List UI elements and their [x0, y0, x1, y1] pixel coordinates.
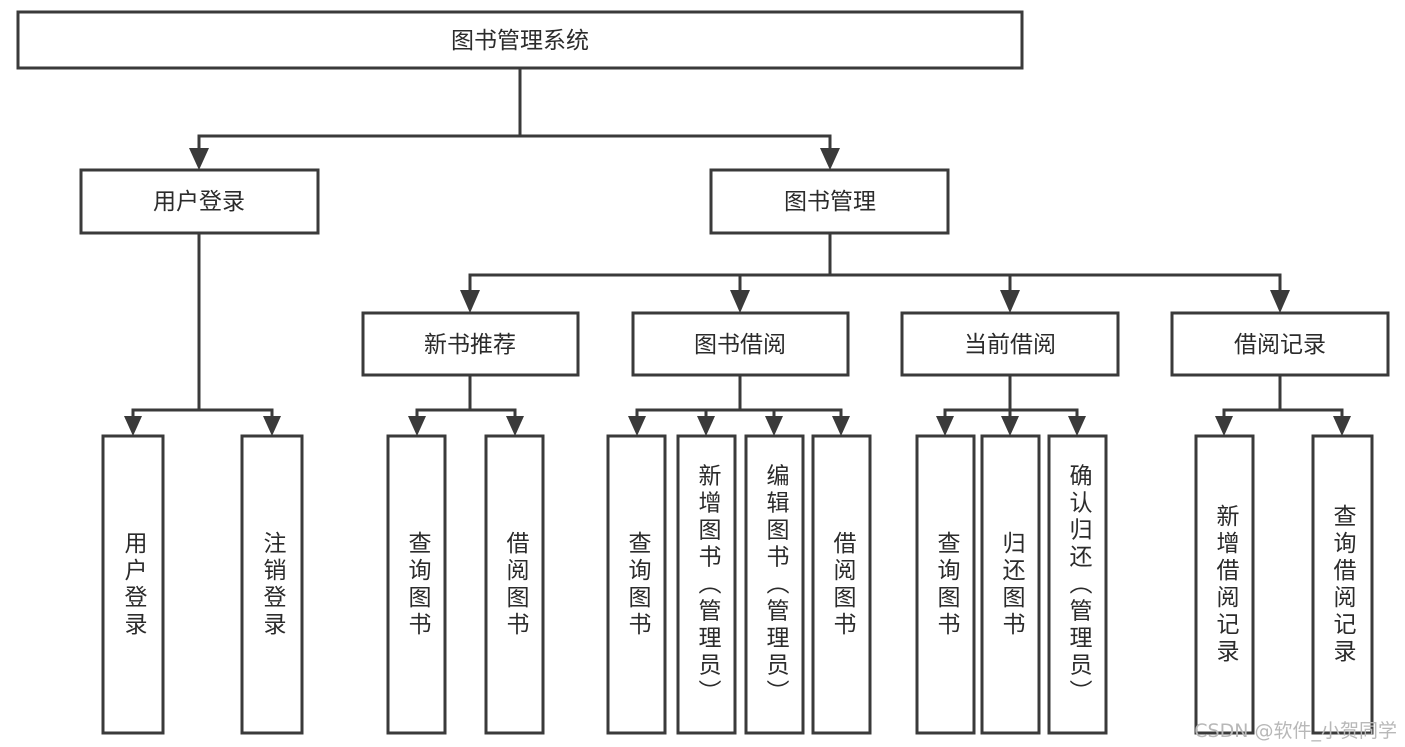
- node-label-user-login: 用户登录: [153, 189, 245, 215]
- leaf-node-user-login[interactable]: 用户登录: [101, 434, 165, 735]
- leaf-label-user-login: 用户登录: [120, 531, 148, 639]
- leaf-label-cb-confirm-return-admin: 确认归还（管理员）: [1065, 464, 1093, 707]
- node-box-root: [16, 10, 1024, 70]
- leaf-box-bw-borrow-book: [811, 434, 872, 735]
- leaf-box-user-login: [101, 434, 165, 735]
- node-user-login[interactable]: 用户登录: [79, 168, 320, 235]
- leaf-box-br-query-record: [1311, 434, 1374, 735]
- node-label-root: 图书管理系统: [451, 28, 589, 54]
- leaf-label-br-add-record: 新增借阅记录: [1212, 504, 1240, 666]
- leaf-label-bw-query-book: 查询图书: [624, 531, 652, 639]
- node-box-new-book-recommend: [361, 311, 580, 377]
- arrow-head-nb-borrow: [506, 416, 524, 436]
- connectors-user-login-to-leaves: [124, 231, 281, 436]
- arrow-head-br-add: [1215, 416, 1233, 436]
- node-label-book-borrow: 图书借阅: [694, 332, 786, 358]
- arrow-head-user-login: [189, 148, 209, 170]
- leaf-node-bw-add-book-admin[interactable]: 新增图书（管理员）: [676, 434, 737, 735]
- leaf-label-bw-edit-book-admin: 编辑图书（管理员）: [762, 464, 790, 707]
- leaf-box-cb-confirm-return-admin: [1047, 434, 1108, 735]
- arrow-head-nb-query: [408, 416, 426, 436]
- connectors-current-borrow-to-leaves: [936, 373, 1086, 436]
- arrow-head-bw-query: [628, 416, 646, 436]
- node-box-current-borrow: [900, 311, 1120, 377]
- node-label-new-book-recommend: 新书推荐: [424, 332, 516, 358]
- node-box-user-login: [79, 168, 320, 235]
- arrow-head-br-query: [1333, 416, 1351, 436]
- connectors-root-to-level2: [189, 66, 840, 170]
- leaf-node-logout[interactable]: 注销登录: [240, 434, 304, 735]
- arrow-head-bw-edit: [765, 416, 783, 436]
- leaf-node-br-query-record[interactable]: 查询借阅记录: [1311, 434, 1374, 735]
- node-label-book-management: 图书管理: [784, 189, 876, 215]
- arrow-head-bw-borrow: [832, 416, 850, 436]
- arrow-head-borrow: [730, 290, 750, 313]
- arrow-head-cb-query: [936, 416, 954, 436]
- node-book-management[interactable]: 图书管理: [709, 168, 950, 235]
- leaf-node-bw-borrow-book[interactable]: 借阅图书: [811, 434, 872, 735]
- arrow-head-new-books: [460, 290, 480, 313]
- leaf-node-cb-confirm-return-admin[interactable]: 确认归还（管理员）: [1047, 434, 1108, 735]
- node-book-borrow[interactable]: 图书借阅: [631, 311, 850, 377]
- leaf-node-cb-query-book[interactable]: 查询图书: [915, 434, 976, 735]
- arrow-head-cb-return: [1001, 416, 1019, 436]
- leaf-node-nb-borrow-book[interactable]: 借阅图书: [484, 434, 545, 735]
- connectors-new-books-to-leaves: [408, 373, 524, 436]
- node-borrow-records[interactable]: 借阅记录: [1170, 311, 1390, 377]
- leaf-box-bw-add-book-admin: [676, 434, 737, 735]
- arrow-head-bw-add: [697, 416, 715, 436]
- node-root-system[interactable]: 图书管理系统: [16, 10, 1024, 70]
- leaf-node-nb-query-book[interactable]: 查询图书: [386, 434, 447, 735]
- arrow-head-leaf-userlogin: [124, 416, 142, 436]
- leaf-box-bw-query-book: [606, 434, 667, 735]
- leaf-box-cb-return-book: [980, 434, 1041, 735]
- leaf-node-bw-query-book[interactable]: 查询图书: [606, 434, 667, 735]
- arrow-head-cb-confirm: [1068, 416, 1086, 436]
- node-box-borrow-records: [1170, 311, 1390, 377]
- leaf-node-bw-edit-book-admin[interactable]: 编辑图书（管理员）: [744, 434, 805, 735]
- leaf-box-nb-query-book: [386, 434, 447, 735]
- leaf-box-cb-query-book: [915, 434, 976, 735]
- node-new-book-recommend[interactable]: 新书推荐: [361, 311, 580, 377]
- leaf-box-logout: [240, 434, 304, 735]
- leaf-box-br-add-record: [1194, 434, 1255, 735]
- leaf-label-logout: 注销登录: [259, 531, 287, 639]
- connectors-borrow-to-leaves: [628, 373, 850, 436]
- node-label-current-borrow: 当前借阅: [964, 332, 1056, 358]
- arrow-head-borrow-records: [1270, 290, 1290, 313]
- leaf-node-cb-return-book[interactable]: 归还图书: [980, 434, 1041, 735]
- arrow-head-current-borrow: [1000, 290, 1020, 313]
- leaf-label-nb-query-book: 查询图书: [404, 531, 432, 639]
- leaf-label-nb-borrow-book: 借阅图书: [502, 531, 530, 639]
- arrow-head-book-mgmt: [820, 148, 840, 170]
- leaf-label-bw-borrow-book: 借阅图书: [829, 531, 857, 639]
- node-box-book-borrow: [631, 311, 850, 377]
- leaf-label-cb-return-book: 归还图书: [998, 531, 1026, 639]
- arrow-head-leaf-logout: [263, 416, 281, 436]
- node-box-book-management: [709, 168, 950, 235]
- leaf-box-bw-edit-book-admin: [744, 434, 805, 735]
- leaf-box-nb-borrow-book: [484, 434, 545, 735]
- connectors-book-mgmt-to-level3: [460, 231, 1290, 313]
- node-label-borrow-records: 借阅记录: [1234, 332, 1326, 358]
- connectors-borrow-records-to-leaves: [1215, 373, 1351, 436]
- leaf-label-bw-add-book-admin: 新增图书（管理员）: [694, 464, 722, 707]
- node-current-borrow[interactable]: 当前借阅: [900, 311, 1120, 377]
- leaf-label-br-query-record: 查询借阅记录: [1329, 504, 1357, 666]
- leaf-node-br-add-record[interactable]: 新增借阅记录: [1194, 434, 1255, 735]
- leaf-label-cb-query-book: 查询图书: [933, 531, 961, 639]
